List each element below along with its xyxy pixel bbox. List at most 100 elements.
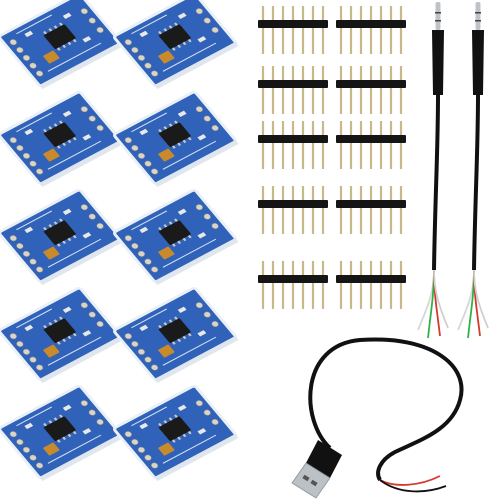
pin-header [336, 261, 406, 309]
silkscreen [16, 112, 53, 133]
smd-part [197, 134, 207, 141]
solder-pad [195, 8, 203, 15]
smd-part [139, 324, 149, 332]
silkscreen [47, 238, 102, 268]
capacitor [43, 246, 60, 260]
solder-pad [80, 8, 88, 15]
solder-pad [195, 302, 203, 309]
solder-pad [124, 39, 132, 46]
solder-pad [137, 348, 146, 355]
chip-leg [67, 335, 72, 340]
chip-leg [168, 123, 173, 127]
chip-leg [62, 436, 67, 440]
amplifier-board [113, 286, 239, 384]
chip-leg [168, 221, 173, 225]
capacitor [158, 442, 175, 456]
smd-part [82, 36, 92, 43]
chip-leg [158, 422, 162, 427]
header-plastic [258, 275, 328, 283]
capacitor [158, 50, 175, 64]
solder-pad [137, 446, 146, 453]
chip-leg [158, 226, 162, 231]
header-plastic [336, 275, 406, 283]
solder-pad [88, 213, 96, 220]
pcb-edge [154, 139, 239, 188]
chip-leg [177, 240, 182, 244]
wire-strand [473, 269, 489, 329]
silkscreen [131, 14, 168, 35]
smd-part [24, 226, 34, 234]
solder-pad [36, 364, 44, 371]
audio-jack-cable [457, 2, 489, 339]
jack-body [472, 30, 484, 95]
silkscreen [131, 112, 168, 133]
solder-pad [36, 266, 44, 273]
chip-leg [158, 324, 162, 329]
solder-pad [9, 137, 17, 144]
capacitor [43, 442, 60, 456]
smd-part [139, 128, 149, 136]
smd-part [139, 226, 149, 234]
chip-leg [187, 234, 192, 239]
chip-leg [67, 139, 72, 144]
smd-part [177, 12, 187, 20]
jack-tip [435, 2, 441, 30]
solder-pad [124, 235, 132, 242]
pin-header [336, 66, 406, 114]
solder-pad [88, 17, 96, 24]
pin-header [336, 186, 406, 234]
jack-ring [475, 20, 481, 22]
usb-plug-hole [310, 479, 318, 487]
header-plastic [258, 135, 328, 143]
amplifier-board [0, 286, 124, 384]
chip-leg [171, 439, 176, 443]
solder-pad [131, 439, 139, 445]
solder-pad [22, 250, 31, 257]
chip-leg [171, 341, 176, 345]
smd-part [139, 422, 149, 430]
smd-part [24, 324, 34, 332]
solder-pad [80, 106, 88, 113]
chip-leg [173, 120, 178, 124]
smd-part [62, 404, 72, 412]
cable [472, 94, 480, 271]
chip-leg [62, 44, 67, 48]
capacitor [158, 148, 175, 162]
capacitor [158, 246, 175, 260]
chip-leg [72, 136, 77, 141]
chip-leg [56, 439, 61, 443]
solder-pad [9, 235, 17, 242]
solder-pad [131, 243, 139, 249]
solder-pad [131, 47, 139, 53]
chip-leg [67, 433, 72, 438]
chip-leg [72, 332, 77, 337]
chip-leg [72, 234, 77, 239]
solder-pad [137, 152, 146, 159]
solder-pad [144, 258, 152, 265]
chip-leg [173, 316, 178, 320]
amplifier-board [0, 0, 124, 90]
solder-pad [151, 168, 159, 175]
ic-chip [43, 318, 76, 343]
solder-pad [144, 356, 152, 363]
solder-pad [151, 364, 159, 371]
solder-pad [96, 27, 104, 33]
solder-pad [137, 250, 146, 257]
solder-pad [96, 125, 104, 131]
chip-leg [182, 335, 187, 340]
jack-tip [475, 2, 481, 30]
chip-leg [177, 338, 182, 342]
solder-pad [36, 168, 44, 175]
chip-leg [48, 420, 53, 424]
usb-plug-hole [302, 474, 310, 482]
chip-leg [187, 430, 192, 435]
pin-header [258, 121, 328, 169]
chip-leg [53, 417, 58, 421]
solder-pad [16, 243, 24, 249]
solder-pad [211, 419, 219, 425]
jack-body [432, 30, 444, 95]
solder-pad [144, 454, 152, 461]
ic-chip [43, 122, 76, 147]
solder-pad [96, 321, 104, 327]
